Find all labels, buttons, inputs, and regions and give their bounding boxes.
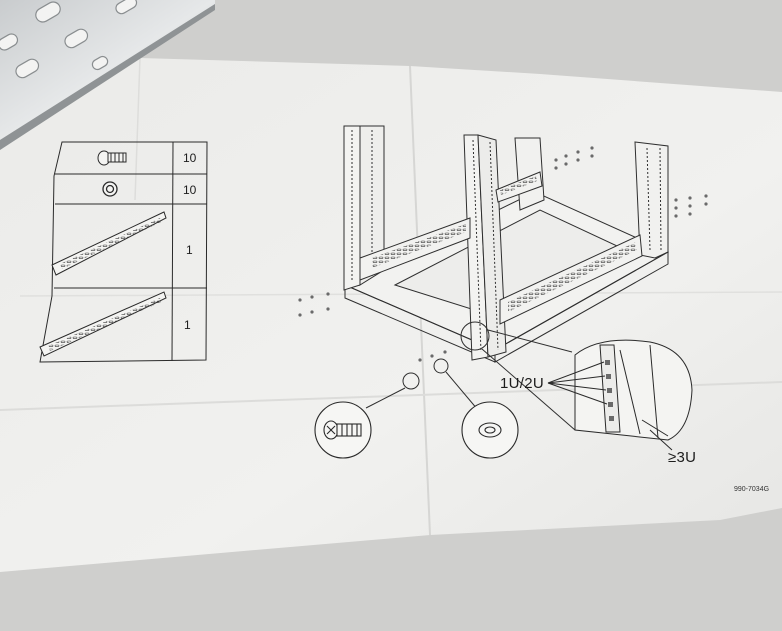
metal-rail-photo (0, 0, 215, 150)
quantity-rail-1: 1 (186, 243, 193, 257)
callout-3u: ≥3U (668, 449, 697, 466)
post-detail-magnifier (547, 339, 693, 451)
rail-icon (51, 211, 167, 276)
parts-list-table (39, 141, 208, 363)
quantity-screws: 10 (183, 151, 197, 165)
detail-circles (365, 321, 576, 431)
washer-icon (102, 181, 118, 197)
quantity-washers: 10 (183, 183, 197, 197)
washer-detail-icon (461, 401, 519, 459)
rail-icon (39, 291, 167, 357)
screw-markers (298, 146, 708, 362)
screw-icon (97, 150, 127, 166)
screw-detail-icon (314, 401, 372, 459)
part-number: 990-7034G (734, 486, 770, 493)
rack-assembly-drawing (343, 125, 670, 363)
callout-1u-2u: 1U/2U (500, 375, 545, 392)
quantity-rail-2: 1 (184, 318, 191, 332)
